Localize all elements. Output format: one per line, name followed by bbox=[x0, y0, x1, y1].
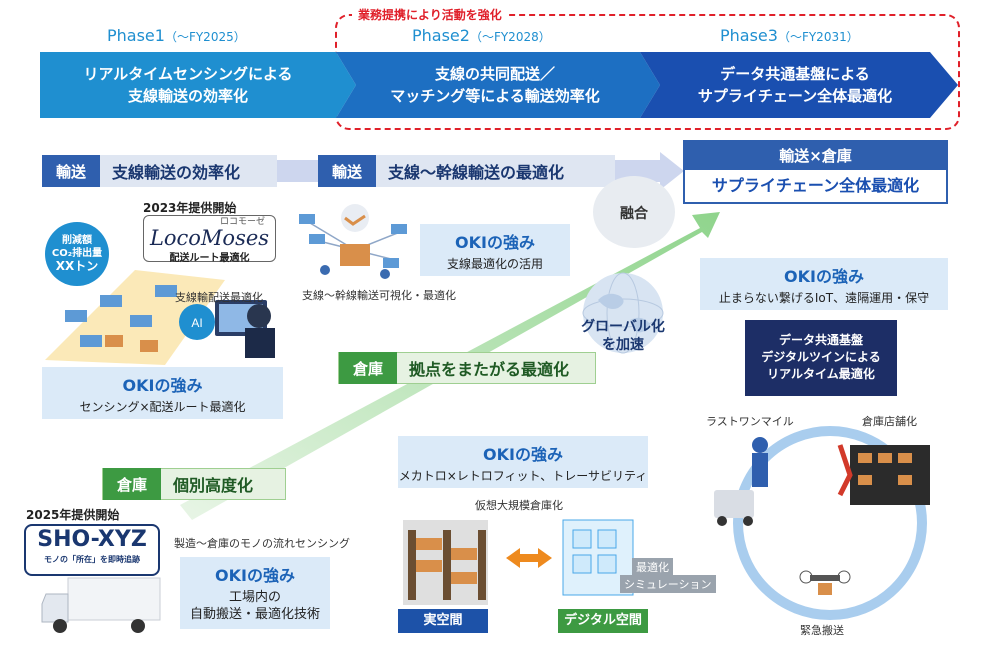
oki-strength-1-title: OKIの強み bbox=[122, 376, 203, 395]
tag-transport-branch: 輸送 支線輸送の効率化 bbox=[42, 155, 277, 187]
caption-trunk-visual: 支線～幹線輸送可視化・最適化 bbox=[302, 289, 456, 302]
phase3-title: Phase3（～FY2031） bbox=[720, 26, 859, 45]
shoxyz-start-label: 2025年提供開始 bbox=[26, 508, 120, 522]
phase2-line1: 支線の共同配送／ bbox=[434, 65, 555, 83]
real-space-label: 実空間 bbox=[398, 609, 488, 633]
phase3-band: データ共通基盤によるサプライチェーン全体最適化 bbox=[655, 52, 935, 118]
phase2-band: 支線の共同配送／ マッチング等による輸送効率化 bbox=[350, 52, 640, 118]
caption-branch-delivery: 支線輸配送最適化 bbox=[175, 291, 263, 304]
oki-strength-5-line2: 自動搬送・最適化技術 bbox=[189, 607, 320, 622]
tag-transport-branch-cat: 輸送 bbox=[42, 155, 100, 187]
co2-line2: CO₂排出量 bbox=[51, 248, 103, 259]
phase3-name: Phase3 bbox=[720, 26, 778, 45]
locomoses-sub: 配送ルート最適化 bbox=[169, 253, 250, 264]
caption-last-one-mile: ラストワンマイル bbox=[706, 415, 794, 428]
oki-strength-2-line: 支線最適化の活用 bbox=[446, 257, 543, 271]
caption-virtual-wh: 仮想大規模倉庫化 bbox=[475, 499, 563, 512]
phase-arrow-band bbox=[40, 52, 958, 118]
phase1-band: リアルタイムセンシングによる支線輸送の効率化 bbox=[40, 52, 336, 118]
tag-transport-branch-text: 支線輸送の効率化 bbox=[112, 163, 241, 182]
tag-warehouse-individual: 倉庫 個別高度化 bbox=[102, 468, 286, 500]
digital-space-label: デジタル空間 bbox=[558, 609, 648, 633]
data-platform-line1: データ共通基盤 bbox=[778, 333, 863, 347]
phase1-title: Phase1（～FY2025） bbox=[107, 26, 246, 45]
fusion-label: 融合 bbox=[620, 206, 648, 222]
phase1-line1: リアルタイムセンシングによる bbox=[83, 65, 293, 83]
tag-transport-trunk-cat: 輸送 bbox=[318, 155, 376, 187]
oki-strength-5-lines: 工場内の 自動搬送・最適化技術 bbox=[180, 589, 330, 623]
phase2-title: Phase2（～FY2028） bbox=[412, 26, 551, 45]
tag-transport-trunk-text: 支線～幹線輸送の最適化 bbox=[388, 163, 565, 182]
tag-warehouse-cross-cat: 倉庫 bbox=[339, 352, 397, 384]
phase1-name: Phase1 bbox=[107, 26, 165, 45]
co2-line1: 削減額 bbox=[62, 235, 92, 246]
data-platform-line3: リアルタイム最適化 bbox=[767, 367, 875, 381]
goal-top: 輸送×倉庫 bbox=[685, 142, 946, 170]
delivery-illustration: AI bbox=[45, 270, 275, 365]
caption-factory-sensing: 製造～倉庫のモノの流れセンシング bbox=[174, 537, 350, 550]
phase2-line2: マッチング等による輸送効率化 bbox=[390, 87, 600, 105]
truck-icon bbox=[41, 577, 161, 633]
goal-bottom: サプライチェーン全体最適化 bbox=[711, 176, 920, 195]
oki-strength-1-line: センシング×配送ルート最適化 bbox=[79, 400, 246, 414]
phase3-line1: データ共通基盤による bbox=[720, 65, 870, 83]
sim-label-simulation: シミュレーション bbox=[620, 575, 716, 593]
locomoses-start-label: 2023年提供開始 bbox=[143, 201, 237, 215]
co2-badge: 削減額 CO₂排出量 XXトン bbox=[45, 222, 109, 286]
shoxyz-sub: モノの「所在」を即時追跡 bbox=[44, 555, 140, 564]
oki-strength-4-title: OKIの強み bbox=[483, 445, 563, 464]
tag-warehouse-cross: 倉庫 拠点をまたがる最適化 bbox=[338, 352, 596, 384]
fusion-circle bbox=[593, 176, 675, 248]
co2-line3: XXトン bbox=[55, 259, 99, 273]
data-platform-panel: データ共通基盤 デジタルツインによる リアルタイム最適化 bbox=[745, 320, 897, 396]
locomoses-ruby: ロコモーゼ bbox=[219, 217, 265, 227]
caption-emergency: 緊急搬送 bbox=[800, 624, 844, 637]
trunk-illustration bbox=[299, 204, 407, 279]
tag-warehouse-individual-cat: 倉庫 bbox=[103, 468, 161, 500]
phase3-line2: サプライチェーン全体最適化 bbox=[697, 87, 893, 105]
tag-warehouse-cross-text: 拠点をまたがる最適化 bbox=[409, 360, 570, 379]
phase2-name: Phase2 bbox=[412, 26, 470, 45]
oki-strength-2-title: OKIの強み bbox=[455, 233, 535, 252]
sim-label-optimize: 最適化 bbox=[632, 558, 673, 576]
oki-strength-4-line: メカトロ×レトロフィット、トレーサビリティ bbox=[398, 469, 648, 483]
phase2-fy: （～FY2028） bbox=[469, 30, 551, 44]
tag-warehouse-individual-text: 個別高度化 bbox=[173, 476, 254, 495]
phase3-fy: （～FY2031） bbox=[777, 30, 859, 44]
svg-text:AI: AI bbox=[191, 316, 202, 330]
oki-strength-3-line: 止まらない繋げるIoT、遠隔運用・保守 bbox=[718, 291, 930, 305]
oki-strength-4: OKIの強み メカトロ×レトロフィット、トレーサビリティ bbox=[398, 436, 648, 488]
shoxyz-logo: SHO-XYZ モノの「所在」を即時追跡 bbox=[24, 524, 160, 576]
global-line2: を加速 bbox=[602, 337, 644, 353]
collaboration-label: 業務提携により活動を強化 bbox=[352, 6, 508, 23]
oki-strength-3-title: OKIの強み bbox=[784, 267, 864, 286]
locomoses-logo: ロコモーゼ LocoMoses 配送ルート最適化 bbox=[143, 215, 276, 264]
shoxyz-logo-text: SHO-XYZ bbox=[37, 527, 147, 552]
oki-strength-5-title: OKIの強み bbox=[215, 566, 295, 585]
data-platform-line2: デジタルツインによる bbox=[761, 350, 881, 364]
caption-store: 倉庫店舗化 bbox=[862, 415, 917, 428]
global-line1: グローバル化 bbox=[581, 319, 665, 335]
cycle-illustration bbox=[714, 426, 930, 620]
globe-icon bbox=[582, 272, 664, 354]
phase1-fy: （～FY2025） bbox=[164, 30, 246, 44]
locomoses-logo-text: LocoMoses bbox=[149, 226, 270, 250]
oki-strength-1: OKIの強み センシング×配送ルート最適化 bbox=[42, 367, 283, 419]
phase1-line2: 支線輸送の効率化 bbox=[127, 87, 248, 105]
oki-strength-5: OKIの強み 工場内の 自動搬送・最適化技術 bbox=[180, 557, 330, 629]
tag-transport-trunk: 輸送 支線～幹線輸送の最適化 bbox=[318, 155, 615, 187]
oki-strength-3: OKIの強み 止まらない繋げるIoT、遠隔運用・保守 bbox=[700, 258, 948, 310]
oki-strength-5-line1: 工場内の bbox=[228, 590, 281, 605]
oki-strength-2: OKIの強み 支線最適化の活用 bbox=[420, 224, 570, 276]
global-text: グローバル化 を加速 bbox=[578, 318, 668, 354]
goal-box: 輸送×倉庫 サプライチェーン全体最適化 bbox=[683, 140, 948, 204]
